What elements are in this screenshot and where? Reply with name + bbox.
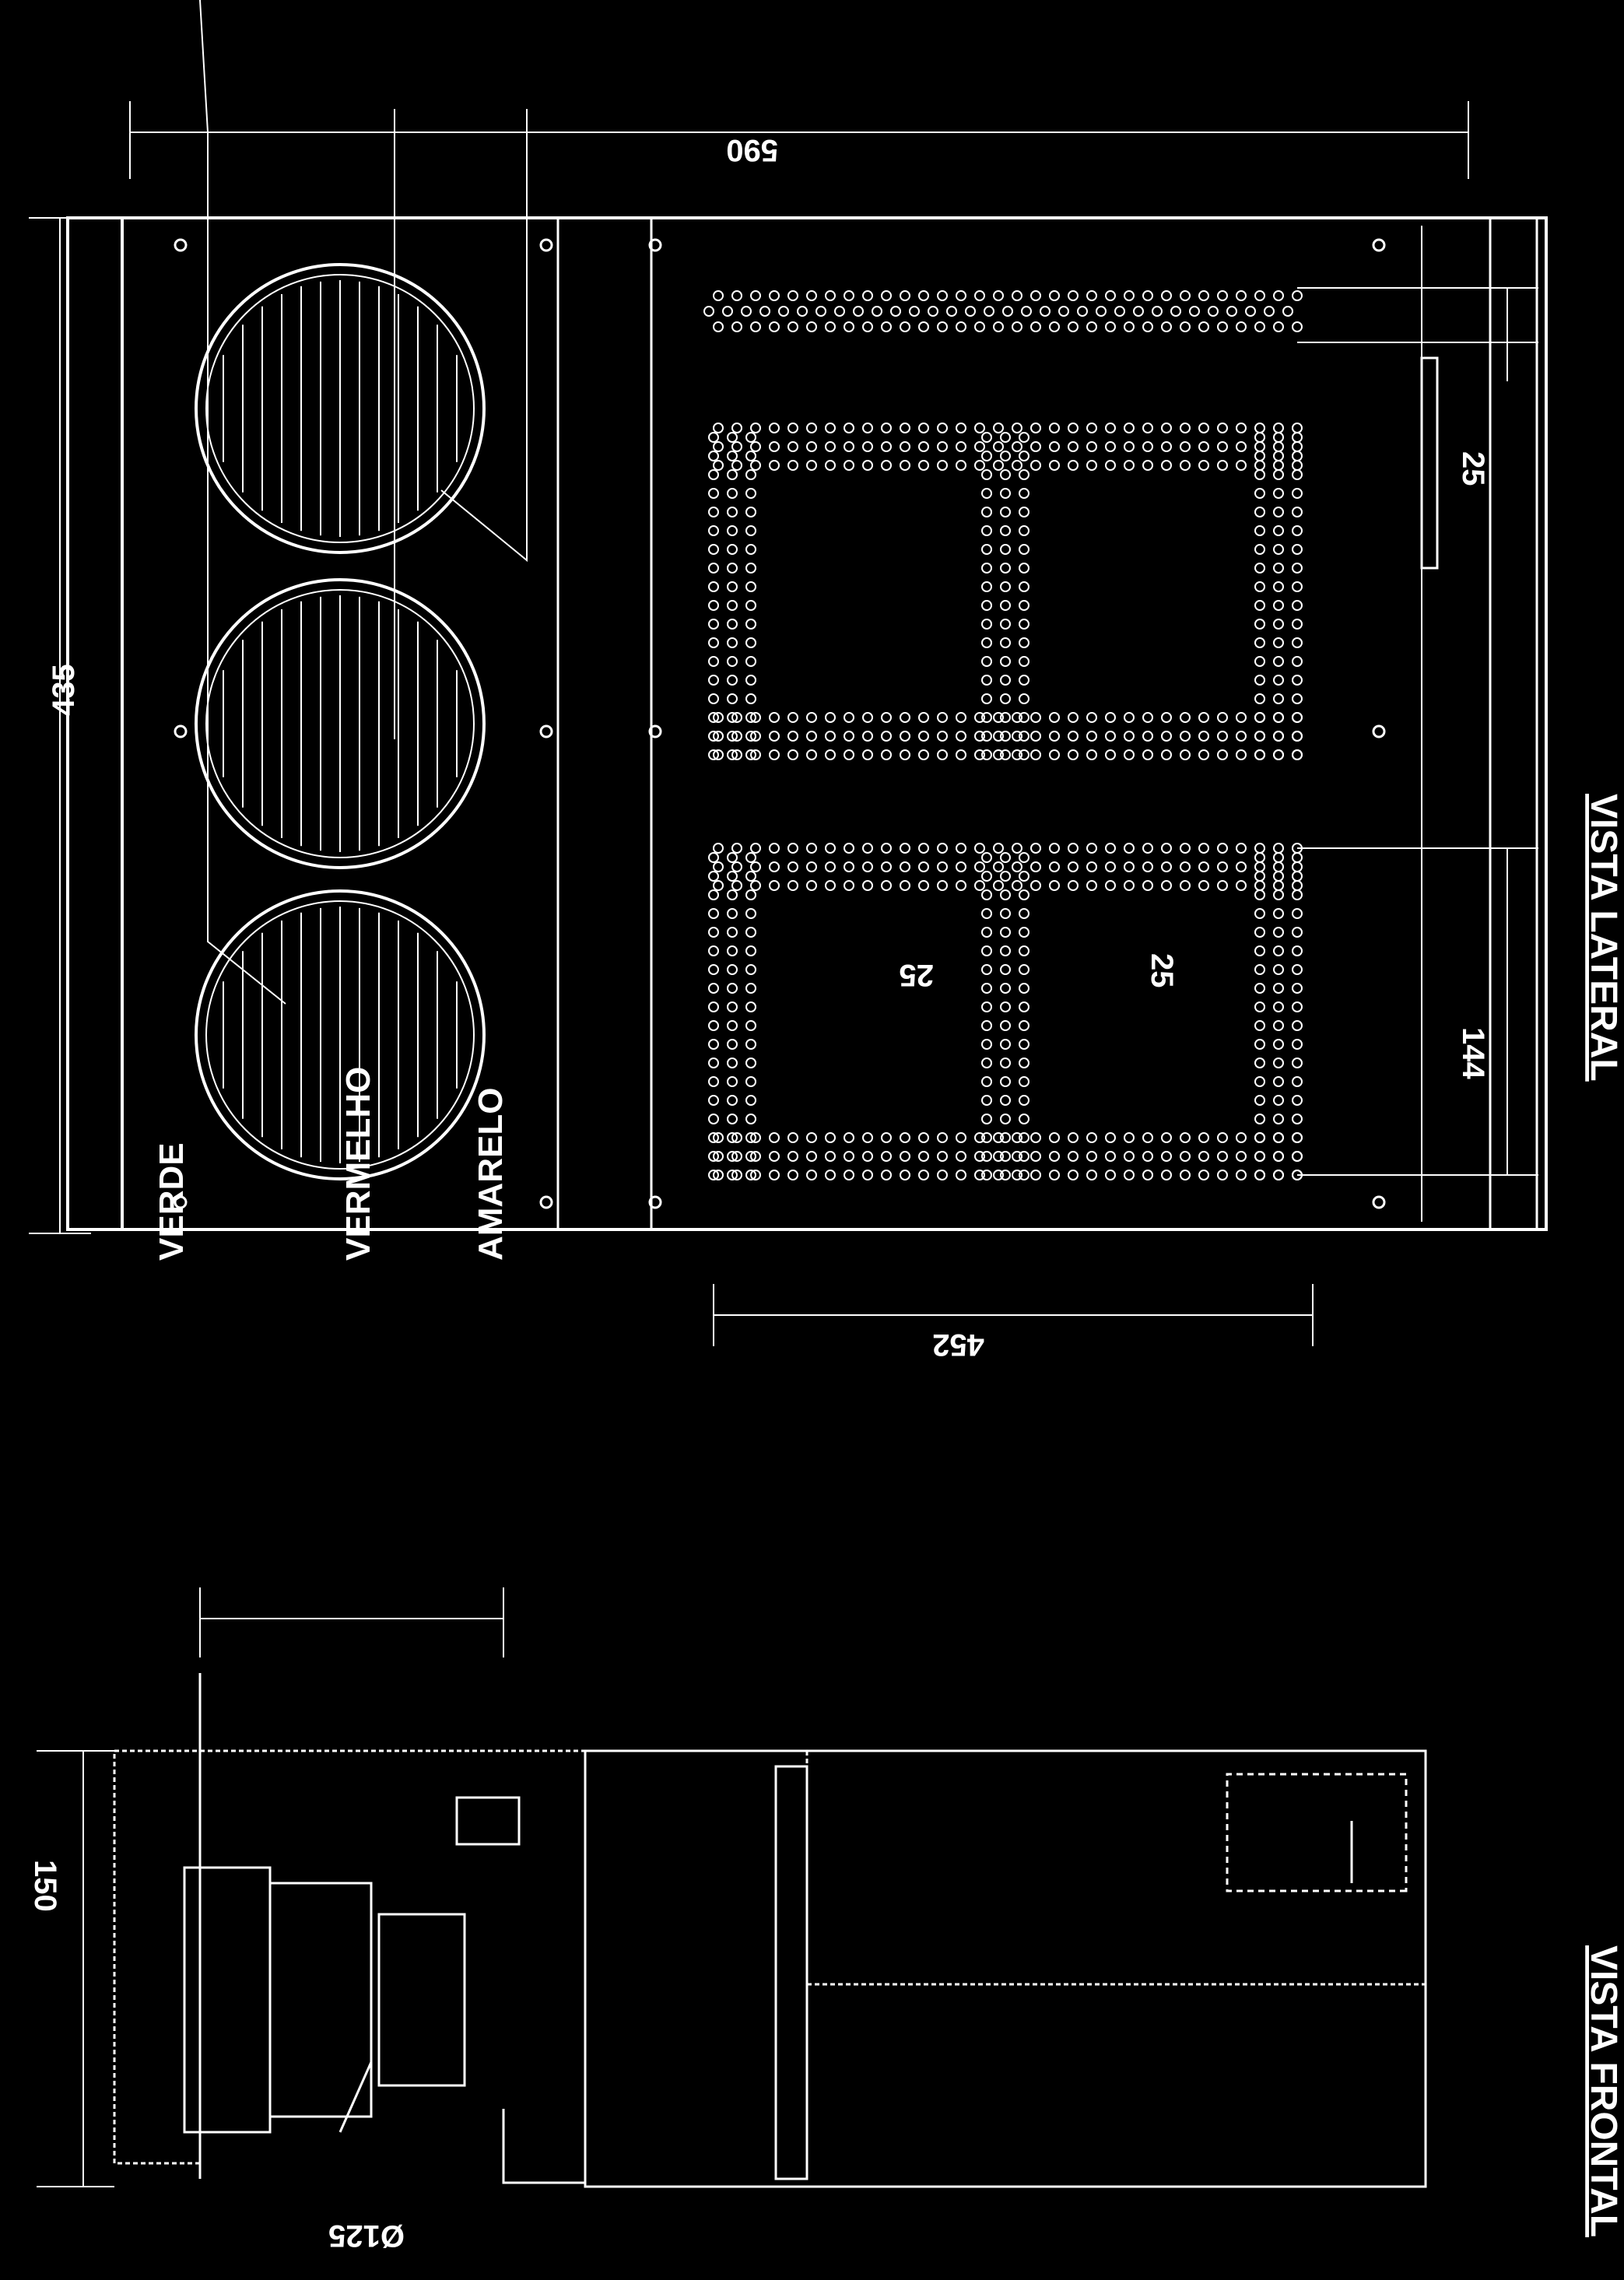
mount-box — [1226, 1773, 1408, 1892]
screws — [174, 238, 1386, 1209]
lamp-label-vermelho: VERMELHO — [339, 1067, 377, 1261]
dimensions-front — [29, 101, 1538, 1346]
front-housing — [66, 216, 124, 1231]
leader-yellow — [440, 109, 528, 563]
lamp-red — [195, 578, 486, 869]
view-front-title: VISTA FRONTAL — [1583, 1945, 1624, 2237]
side-view — [113, 1673, 1427, 2188]
leader-green — [199, 0, 286, 1005]
dim-435: 435 — [47, 664, 81, 716]
labels-layer: VISTA FRONTAL VISTA LATERAL VERDE VERMEL… — [28, 133, 1624, 2253]
lamp-green — [195, 889, 486, 1180]
dim-lamp-diameter: Ø125 — [328, 2219, 405, 2253]
dim-150: 150 — [28, 1860, 62, 1912]
dim-25-h: 25 — [900, 958, 935, 992]
dim-144: 144 — [1456, 1027, 1490, 1079]
view-side-title: VISTA LATERAL — [1583, 794, 1624, 1082]
mount-bracket — [1420, 356, 1439, 570]
side-bar — [1489, 216, 1538, 1231]
dim-590: 590 — [726, 133, 778, 167]
dot-matrix-display — [703, 290, 1303, 1180]
front-view — [66, 0, 1548, 1231]
lamp-housing — [183, 1866, 272, 2134]
dimensions-side — [37, 1587, 504, 2187]
front-housing-main — [66, 216, 1548, 1231]
lamp-label-amarelo: AMARELO — [472, 1088, 510, 1261]
separator-bar — [556, 216, 653, 1231]
lamp-yellow — [195, 263, 486, 554]
lamp-louvers — [223, 280, 458, 1163]
dim-452: 452 — [932, 1328, 984, 1362]
dim-25-v: 25 — [1145, 953, 1179, 988]
lamp-label-verde: VERDE — [153, 1142, 191, 1261]
dim-25-bar: 25 — [1456, 451, 1490, 486]
